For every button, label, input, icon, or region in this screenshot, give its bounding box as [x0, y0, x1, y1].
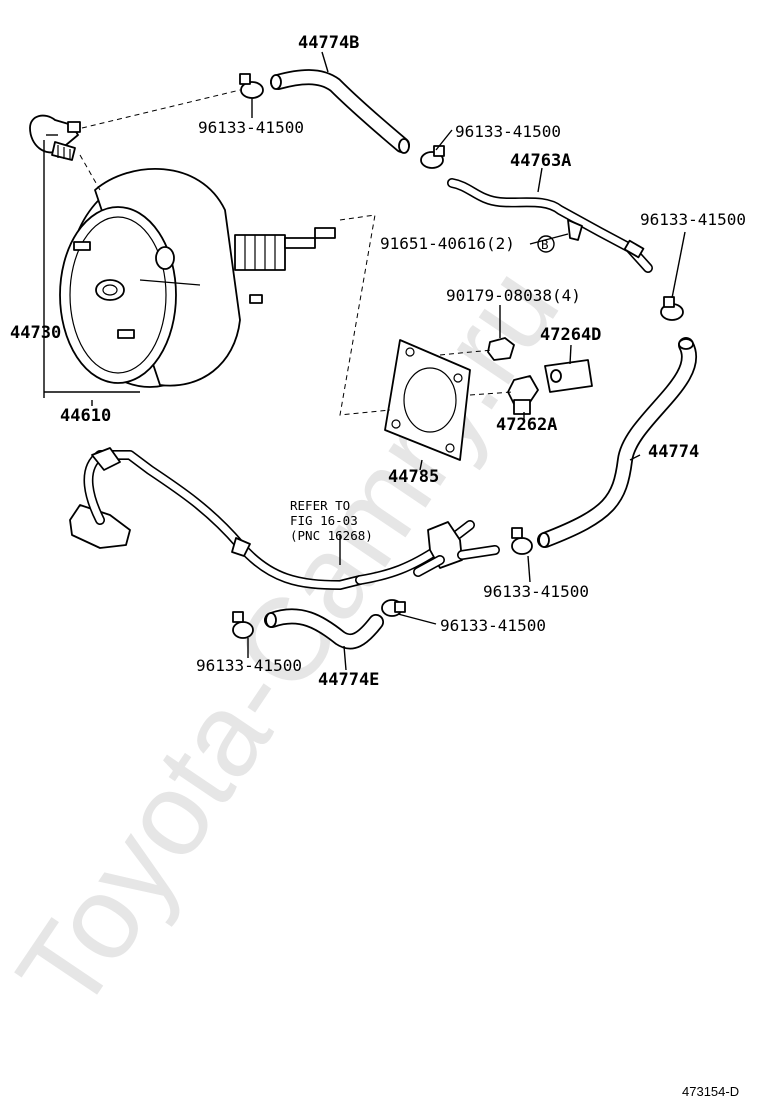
note-line-2: FIG 16-03: [290, 513, 358, 528]
label-44730: 44730: [10, 323, 61, 343]
label-47264D: 47264D: [540, 325, 601, 345]
label-44774: 44774: [648, 442, 699, 462]
gasket-44785[interactable]: [384, 339, 471, 461]
label-clamp-top: 96133-41500: [198, 118, 304, 137]
label-44763A: 44763A: [510, 151, 571, 171]
label-circle-b: B: [541, 237, 549, 252]
nut-90179-08038[interactable]: [487, 337, 515, 361]
leader-lines: [43, 51, 686, 671]
tube-44763A[interactable]: [447, 178, 653, 273]
label-90179: 90179-08038(4): [446, 286, 581, 305]
label-clamp-bottom-left: 96133-41500: [196, 656, 302, 675]
label-44785: 44785: [388, 467, 439, 487]
label-44774E: 44774E: [318, 670, 379, 690]
label-91651: 91651-40616(2): [380, 234, 515, 253]
label-clamp-right: 96133-41500: [640, 210, 746, 229]
label-clamp-mid-right: 96133-41500: [483, 582, 589, 601]
label-47262A: 47262A: [496, 415, 557, 435]
joint-47262A[interactable]: [507, 375, 539, 415]
vacuum-pipe-assembly: [69, 447, 500, 590]
hose-clamp-mid-right[interactable]: [511, 527, 533, 555]
label-44610: 44610: [60, 406, 111, 426]
label-clamp-mid: 96133-41500: [440, 616, 546, 635]
circle-b-marker: [537, 235, 555, 253]
hose-clamp-mid[interactable]: [381, 599, 406, 617]
brake-booster-44610[interactable]: [59, 168, 336, 388]
hose-clamp-right[interactable]: [660, 296, 684, 321]
note-line-1: REFER TO: [290, 498, 350, 513]
note-line-3: (PNC 16268): [290, 528, 373, 543]
hose-clamp-top-right[interactable]: [420, 145, 445, 169]
check-valve-44730[interactable]: [29, 114, 81, 161]
hose-44774[interactable]: [537, 337, 697, 548]
diagram-code: 473154-D: [682, 1084, 739, 1099]
hose-44774E[interactable]: [264, 608, 384, 650]
hose-clamp-bottom-left[interactable]: [232, 611, 254, 639]
hose-44774B[interactable]: [270, 69, 410, 154]
label-44774B: 44774B: [298, 33, 359, 53]
hose-clamp-top[interactable]: [239, 73, 264, 99]
bracket-47264D[interactable]: [544, 359, 593, 393]
label-clamp-top-right: 96133-41500: [455, 122, 561, 141]
